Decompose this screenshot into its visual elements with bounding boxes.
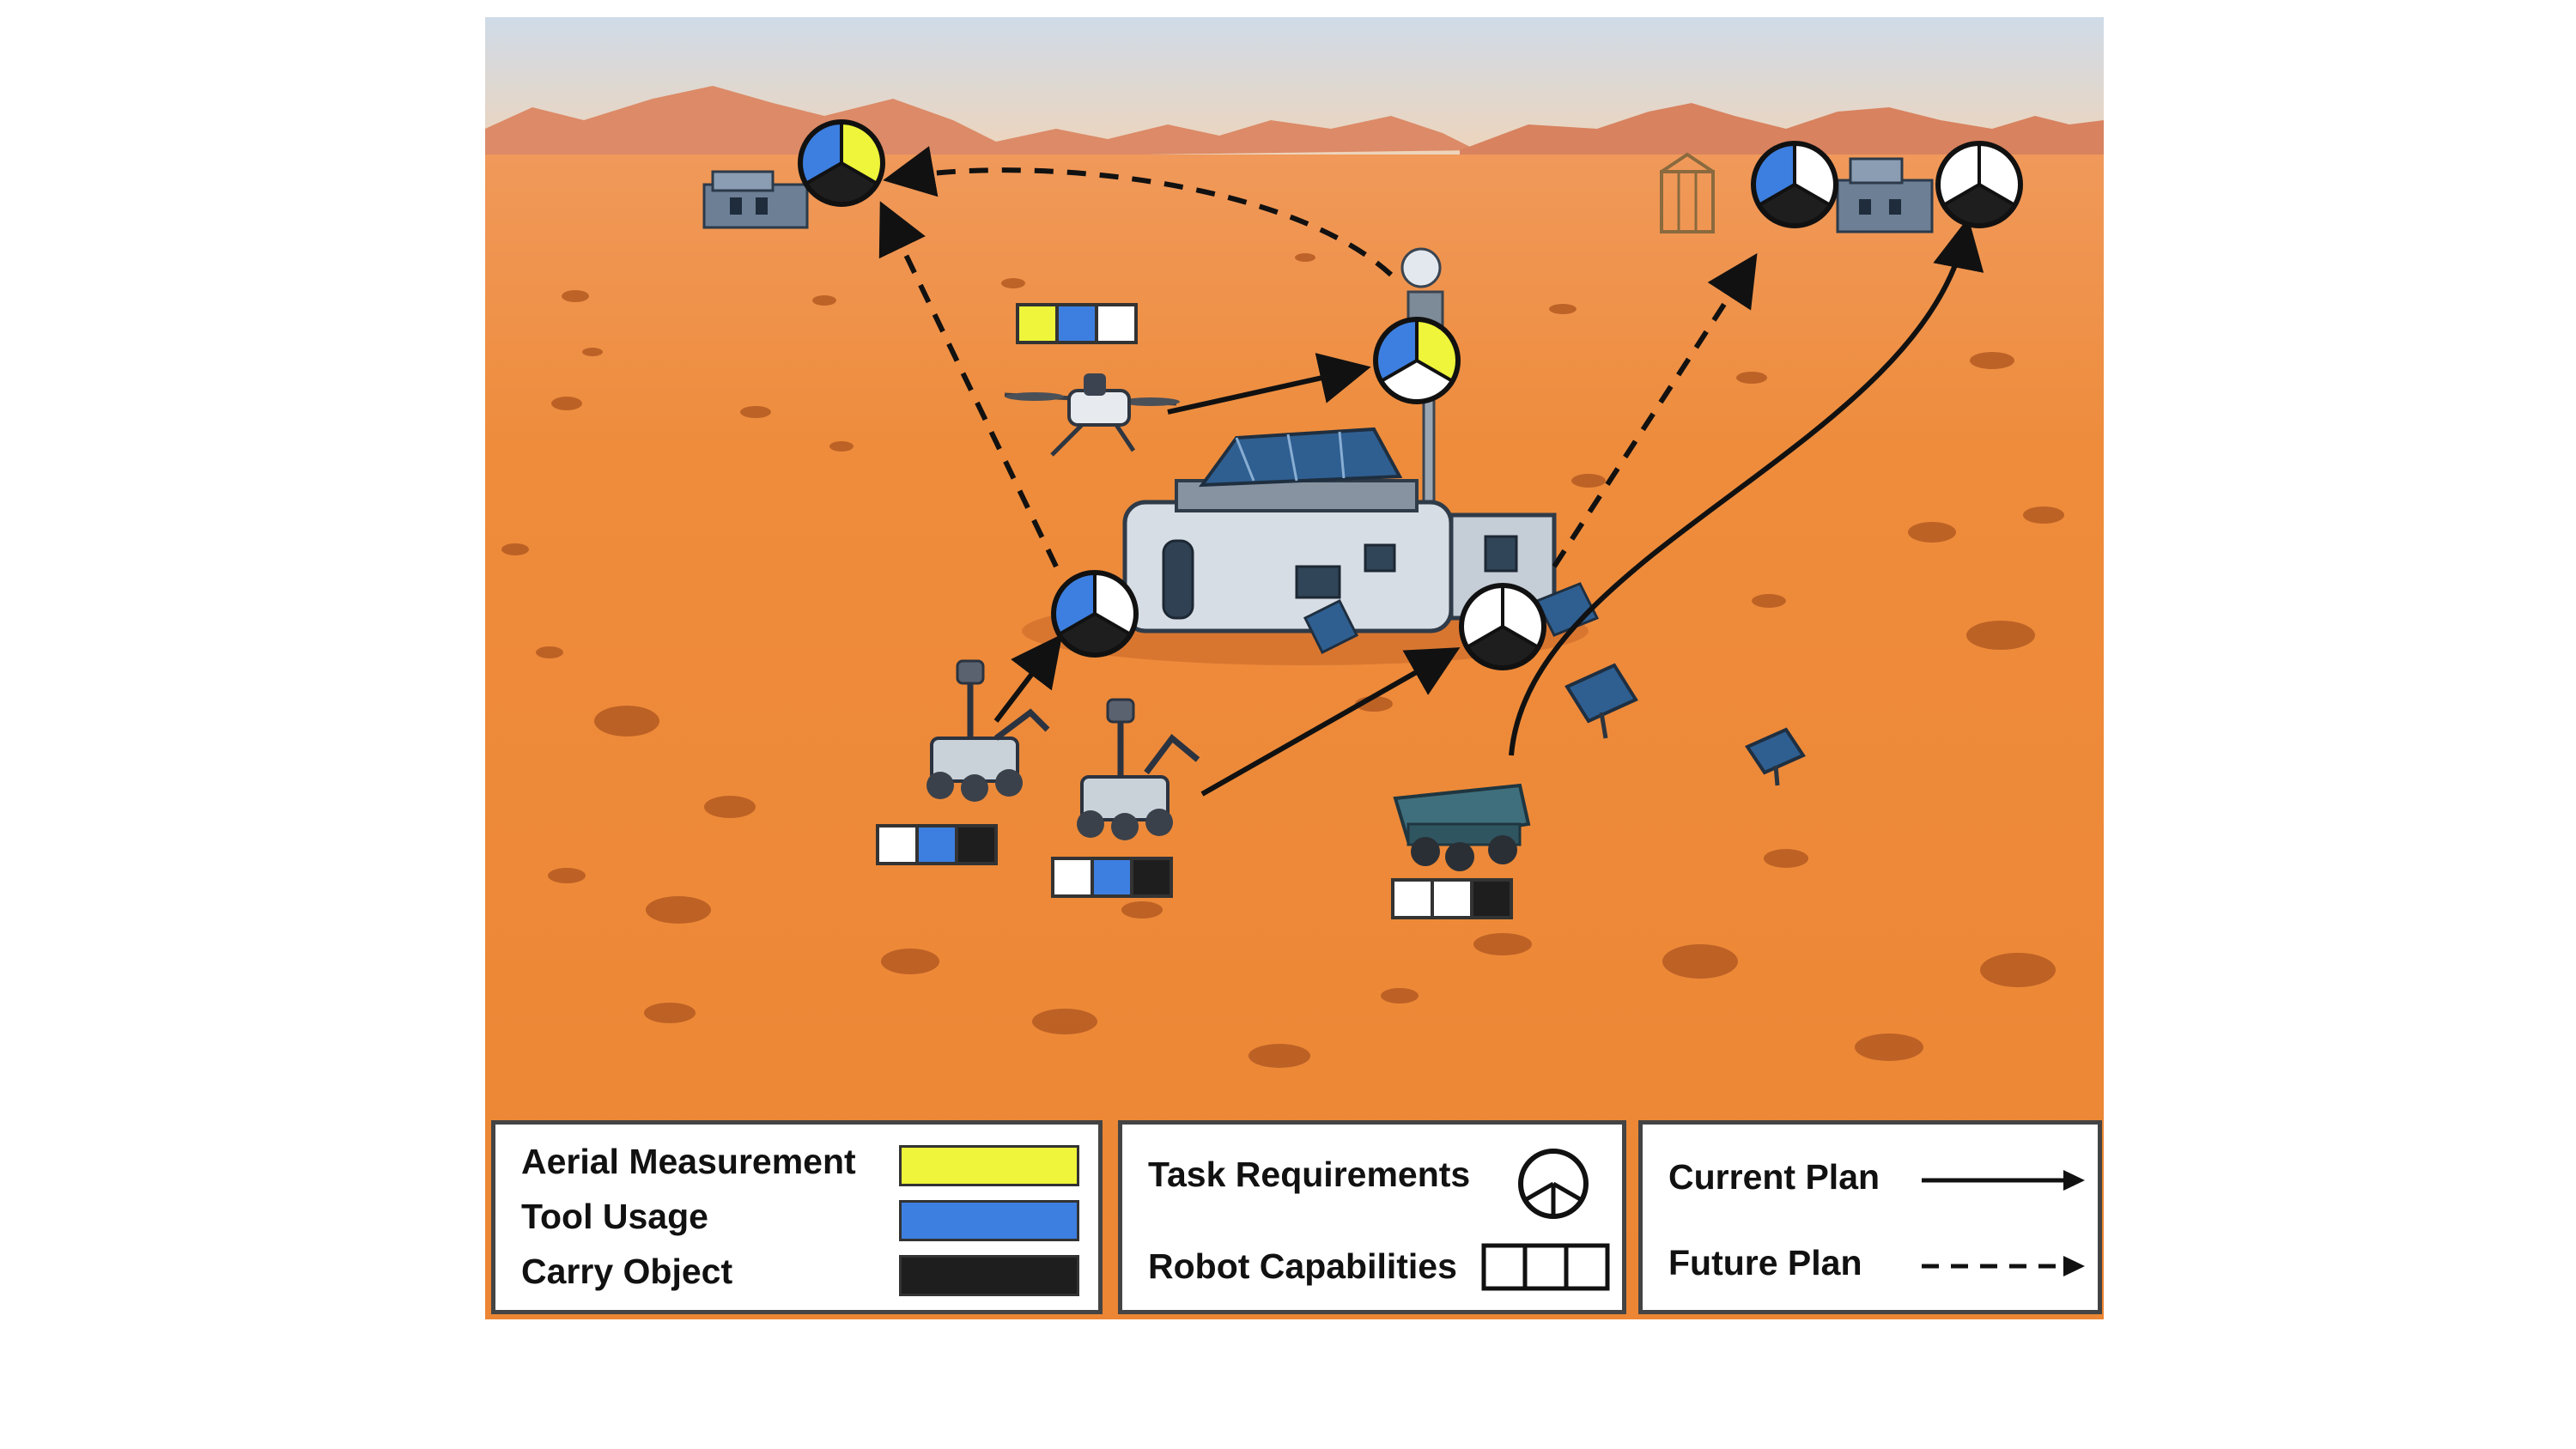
aerial-measurement-swatch: [899, 1145, 1079, 1186]
task-antenna-segment-empty: [1381, 361, 1453, 403]
current-plan-arrow: [993, 634, 1063, 723]
rover-2-capability-tool: [1091, 857, 1133, 898]
task-habitat-left-divider: [1058, 612, 1097, 636]
drone-icon: [1004, 373, 1180, 457]
future-plan-arrow: [1552, 252, 1758, 568]
robot-capabilities-icon: [1481, 1243, 1610, 1291]
task-habitat-right-outline: [1459, 583, 1546, 670]
task-habitat-left-divider: [1093, 612, 1132, 636]
task-antenna-pie: [1373, 317, 1461, 404]
robot-capabilities-layer: [876, 303, 1513, 919]
legend-label-current-plan: Current Plan: [1668, 1157, 1880, 1197]
cart-capability-empty: [1431, 878, 1473, 919]
future-plan-arrows: [878, 146, 1758, 568]
task-requirements-layer: [798, 119, 2023, 670]
task-habitat-right-divider: [1501, 625, 1540, 649]
task-habitat-right-pie: [1459, 583, 1546, 670]
task-outpost-left-pie: [798, 119, 885, 207]
future-plan-arrow-icon: [1922, 1256, 2085, 1276]
task-outpost-right-a-outline: [1751, 141, 1838, 228]
cart-icon: [1393, 783, 1531, 871]
current-plan-arrows: [993, 217, 1984, 797]
current-plan-arrow: [1167, 353, 1371, 415]
rover-1-capability-bar: [876, 824, 998, 865]
outpost-icon: [702, 170, 809, 229]
solar-panel-icon: [1564, 663, 1638, 739]
task-habitat-left-segment-carry: [1059, 614, 1131, 655]
task-outpost-left-outline: [798, 119, 885, 207]
legend-label-task-requirements: Task Requirements: [1148, 1155, 1471, 1194]
task-habitat-right-divider: [1466, 625, 1504, 649]
carry-object-swatch: [899, 1255, 1079, 1296]
current-plan-arrow: [1509, 217, 1984, 756]
task-habitat-right-segment-carry: [1467, 627, 1539, 669]
cart-capability-empty: [1391, 878, 1434, 919]
rover-1-capability-tool: [915, 824, 958, 865]
drone-capability-empty: [1095, 303, 1138, 344]
rover-icon: [927, 659, 1050, 802]
cart-capability-carry: [1470, 878, 1513, 919]
current-plan-arrow: [1200, 647, 1461, 797]
capability-legend: Aerial Measurement Tool Usage Carry Obje…: [491, 1120, 1103, 1314]
task-outpost-right-b-divider: [1942, 183, 1980, 207]
outpost-icon: [1836, 157, 1934, 233]
rover-2-capability-bar: [1051, 857, 1173, 898]
drone-capability-aerial: [1016, 303, 1059, 344]
current-plan-arrow-icon: [1922, 1170, 2085, 1191]
task-habitat-left-outline: [1051, 570, 1139, 658]
task-antenna-outline: [1373, 317, 1461, 404]
task-outpost-left-divider: [840, 161, 878, 185]
task-antenna-divider: [1415, 359, 1454, 383]
legend-label-carry-object: Carry Object: [521, 1252, 733, 1291]
mountain-range-right: [1460, 103, 2104, 167]
legend-label-tool-usage: Tool Usage: [521, 1197, 708, 1236]
legend-label-robot-capabilities: Robot Capabilities: [1148, 1246, 1457, 1286]
task-outpost-left-divider: [805, 161, 843, 185]
task-outpost-right-b-outline: [1935, 141, 2023, 228]
task-habitat-left-pie: [1051, 570, 1139, 658]
symbol-legend: Task Requirements Robot Capabilities: [1118, 1120, 1626, 1314]
solar-panel-icon: [1745, 727, 1806, 786]
plan-legend: Current Plan Future Plan: [1638, 1120, 2102, 1314]
task-outpost-right-a-pie: [1751, 141, 1838, 228]
tool-usage-swatch: [899, 1200, 1079, 1241]
cart-capability-bar: [1391, 878, 1513, 919]
rover-1-capability-carry: [955, 824, 998, 865]
drone-capability-bar: [1016, 303, 1138, 344]
legend-label-aerial-measurement: Aerial Measurement: [521, 1142, 856, 1181]
mountain-range-left: [485, 86, 1477, 163]
rover-2-capability-carry: [1130, 857, 1173, 898]
task-antenna-divider: [1380, 359, 1419, 383]
rover-2-capability-empty: [1051, 857, 1094, 898]
drone-capability-tool: [1055, 303, 1098, 344]
outpost-icon: [1660, 152, 1715, 233]
future-plan-arrow: [878, 201, 1059, 568]
rover-1-capability-empty: [876, 824, 919, 865]
task-outpost-right-b-divider: [1978, 183, 2016, 207]
rover-icon: [1077, 698, 1200, 840]
task-outpost-right-a-divider: [1758, 183, 1795, 207]
task-outpost-right-a-divider: [1794, 183, 1832, 207]
task-outpost-right-b-pie: [1935, 141, 2023, 228]
legend-label-future-plan: Future Plan: [1668, 1243, 1862, 1282]
task-requirements-icon: [1518, 1149, 1589, 1219]
